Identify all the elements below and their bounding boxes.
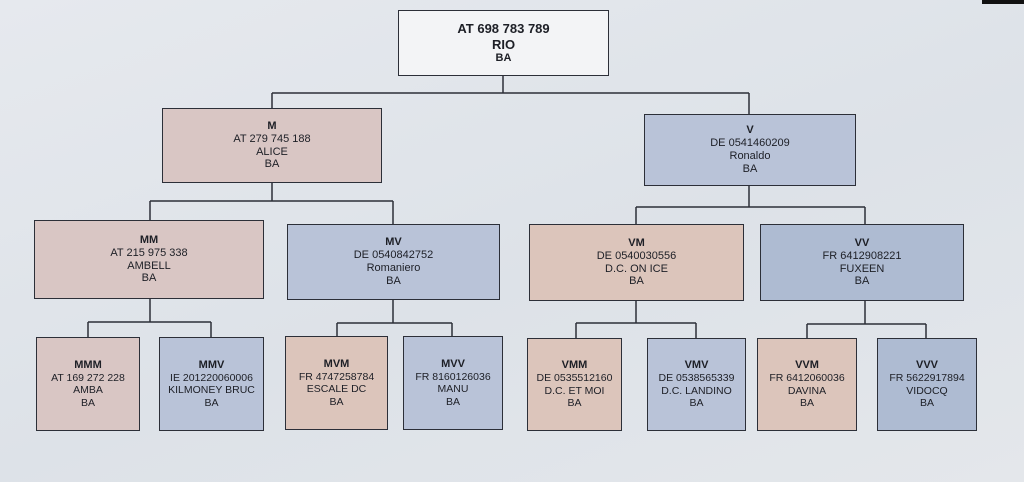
node-vvm-breed: BA	[799, 397, 814, 410]
node-v: V DE 0541460209 Ronaldo BA	[644, 114, 856, 186]
node-vmv-breed: BA	[689, 397, 704, 410]
node-mvv: MVV FR 8160126036 MANU BA	[403, 336, 503, 430]
node-vvv: VVV FR 5622917894 VIDOCQ BA	[877, 338, 977, 431]
node-mvv-name: MANU	[437, 383, 469, 396]
node-mv-name: Romaniero	[366, 262, 421, 274]
node-mmv-number: IE 201220060006	[170, 371, 253, 384]
node-vv-breed: BA	[854, 275, 870, 288]
node-mm-name: AMBELL	[127, 259, 171, 272]
node-mvm-name: ESCALE DC	[306, 383, 367, 396]
node-vvm-name: DAVINA	[787, 384, 827, 397]
node-vmv: VMV DE 0538565339 D.C. LANDINO BA	[647, 338, 746, 431]
node-root-name: RIO	[491, 36, 516, 52]
node-m-number: AT 279 745 188	[233, 132, 311, 145]
node-mv: MV DE 0540842752 Romaniero BA	[287, 224, 500, 300]
screen-edge-mark	[982, 0, 1024, 4]
node-mvm-number: FR 4747258784	[298, 370, 375, 383]
node-vv: VV FR 6412908221 FUXEEN BA	[760, 224, 964, 301]
node-mm-breed: BA	[141, 272, 157, 285]
node-v-title: V	[746, 124, 754, 137]
node-vvv-number: FR 5622917894	[889, 372, 965, 385]
node-vm-name: D.C. ON ICE	[605, 262, 668, 275]
node-m-name: ALICE	[256, 145, 288, 158]
node-mvm: MVM FR 4747258784 ESCALE DC BA	[285, 336, 388, 430]
node-m-title: M	[267, 119, 277, 132]
node-vmv-name: D.C. LANDINO	[661, 384, 732, 397]
node-mv-number: DE 0540842752	[353, 249, 434, 262]
node-root-breed: BA	[495, 51, 512, 64]
node-mmm: MMM AT 169 272 228 AMBA BA	[36, 337, 140, 431]
node-mmv-breed: BA	[204, 396, 219, 409]
node-vmm-breed: BA	[567, 397, 582, 410]
node-v-breed: BA	[742, 162, 758, 175]
node-mmv-name: KILMONEY BRUC	[168, 384, 255, 397]
node-root-number: AT 698 783 789	[457, 21, 550, 37]
node-vm-breed: BA	[629, 275, 644, 288]
node-mmm-name: AMBA	[73, 384, 103, 397]
node-mm: MM AT 215 975 338 AMBELL BA	[34, 220, 264, 299]
node-vmv-title: VMV	[684, 359, 709, 372]
node-mmm-title: MMM	[74, 358, 102, 371]
node-mm-title: MM	[139, 233, 159, 246]
node-mvv-title: MVV	[441, 357, 465, 370]
node-mm-number: AT 215 975 338	[110, 246, 188, 259]
node-vv-name: FUXEEN	[839, 262, 885, 275]
node-root: AT 698 783 789 RIO BA	[398, 10, 609, 76]
node-mvm-breed: BA	[329, 395, 344, 408]
node-mvv-breed: BA	[445, 395, 460, 408]
node-mvm-title: MVM	[323, 357, 350, 370]
node-mv-breed: BA	[386, 274, 401, 287]
node-mmm-number: AT 169 272 228	[51, 371, 125, 384]
node-vvv-name: VIDOCQ	[906, 384, 948, 397]
node-v-name: Ronaldo	[729, 150, 771, 162]
node-vm-title: VM	[628, 236, 645, 249]
node-mvv-number: FR 8160126036	[415, 370, 491, 383]
node-vmm: VMM DE 0535512160 D.C. ET MOI BA	[527, 338, 622, 431]
node-vm: VM DE 0540030556 D.C. ON ICE BA	[529, 224, 744, 301]
node-m: M AT 279 745 188 ALICE BA	[162, 108, 382, 183]
node-vvm: VVM FR 6412060036 DAVINA BA	[757, 338, 857, 431]
node-mmv-title: MMV	[198, 358, 225, 371]
node-mmm-breed: BA	[80, 396, 95, 409]
node-vmv-number: DE 0538565339	[658, 372, 735, 385]
node-vvm-number: FR 6412060036	[769, 372, 845, 385]
node-vv-number: FR 6412908221	[822, 249, 902, 262]
node-v-number: DE 0541460209	[710, 137, 790, 150]
node-vvv-title: VVV	[915, 359, 938, 372]
node-vmm-number: DE 0535512160	[536, 372, 613, 385]
node-vv-title: VV	[854, 236, 870, 249]
node-m-breed: BA	[264, 158, 280, 171]
node-vm-number: DE 0540030556	[596, 249, 677, 262]
node-mmv: MMV IE 201220060006 KILMONEY BRUC BA	[159, 337, 264, 431]
node-mv-title: MV	[385, 236, 402, 249]
node-vvv-breed: BA	[919, 397, 934, 410]
node-vvm-title: VVM	[795, 359, 819, 372]
node-vmm-title: VMM	[561, 359, 588, 372]
node-vmm-name: D.C. ET MOI	[544, 384, 605, 397]
